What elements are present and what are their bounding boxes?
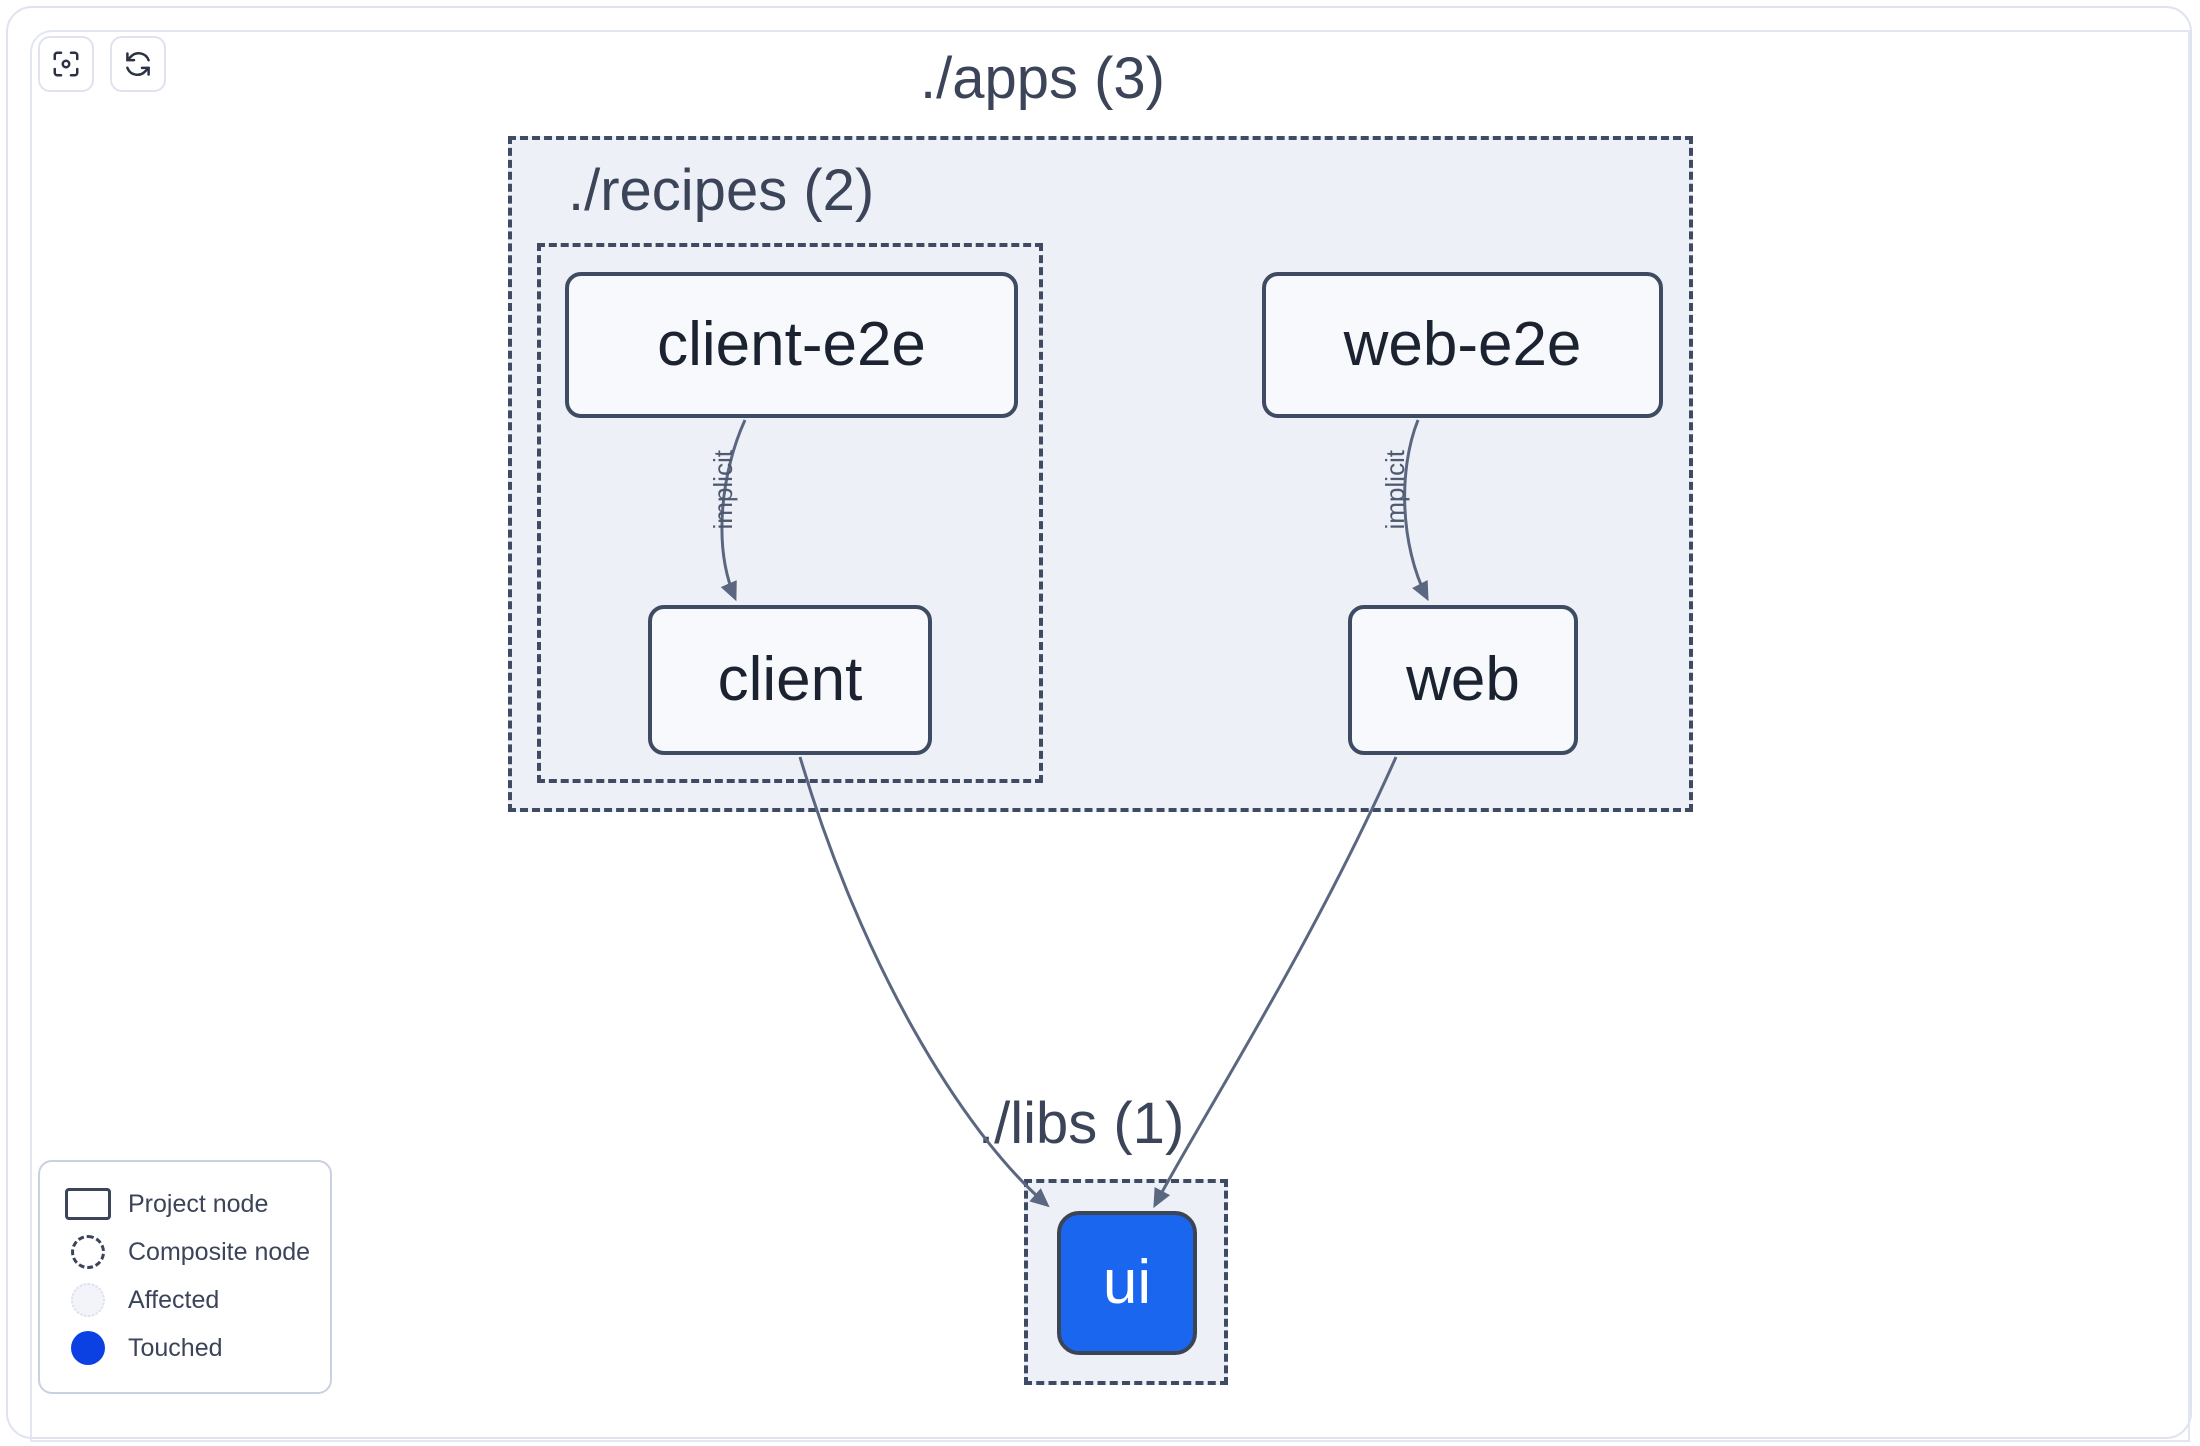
composite-group-recipes-label: ./recipes (2): [568, 158, 875, 223]
legend-label-composite-node: Composite node: [128, 1237, 311, 1266]
project-node-client-e2e[interactable]: client-e2e: [565, 272, 1018, 418]
legend-item-touched: Touched: [62, 1324, 310, 1372]
legend-label-touched: Touched: [128, 1333, 223, 1362]
refresh-sync-icon: [123, 49, 153, 79]
project-node-client[interactable]: client: [648, 605, 932, 755]
legend-item-affected: Affected: [62, 1276, 310, 1324]
focus-graph-button[interactable]: [38, 36, 94, 92]
project-node-web-e2e[interactable]: web-e2e: [1262, 272, 1663, 418]
refresh-graph-button[interactable]: [110, 36, 166, 92]
project-node-web[interactable]: web: [1348, 605, 1578, 755]
graph-toolbar: [38, 36, 166, 92]
edge-label-client-e2e-to-client: implicit: [708, 450, 738, 530]
legend-item-composite-node: Composite node: [62, 1228, 310, 1276]
composite-group-apps-label: ./apps (3): [920, 46, 1165, 111]
composite-node-swatch: [62, 1235, 114, 1269]
edge-web-to-ui: [1153, 756, 1398, 1209]
legend-label-affected: Affected: [128, 1285, 220, 1314]
legend-item-project-node: Project node: [62, 1180, 310, 1228]
edge-label-web-e2e-to-web: implicit: [1380, 450, 1410, 530]
affected-swatch: [62, 1283, 114, 1317]
graph-legend: Project node Composite node Affected Tou…: [38, 1160, 332, 1394]
focus-target-icon: [51, 49, 81, 79]
project-node-swatch: [62, 1188, 114, 1220]
legend-label-project-node: Project node: [128, 1189, 269, 1218]
composite-group-libs-label: ./libs (1): [978, 1091, 1185, 1156]
project-node-ui[interactable]: ui: [1057, 1211, 1197, 1355]
touched-swatch: [62, 1331, 114, 1365]
